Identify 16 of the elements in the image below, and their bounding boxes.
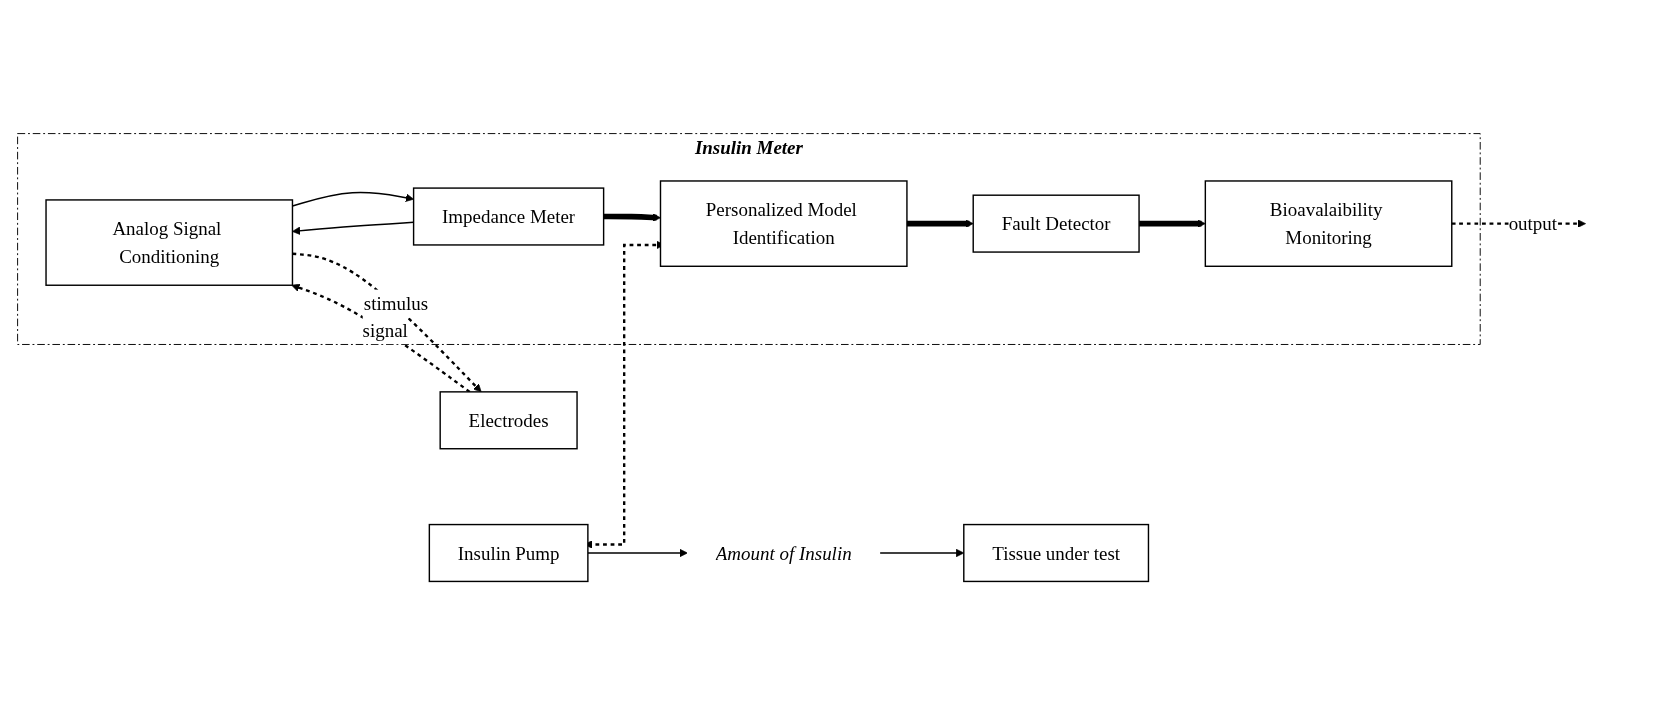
node-box: Fault Detector	[972, 194, 1140, 253]
node-box: Analog Signal Conditioning	[44, 199, 293, 286]
node-box: Electrodes	[438, 391, 578, 450]
arrow	[291, 252, 482, 393]
edge-label: stimulus	[363, 293, 428, 315]
node-box: Insulin Pump	[428, 523, 589, 583]
edge-label: output	[1508, 213, 1557, 235]
node-box: Personalized Model Identification	[659, 180, 908, 267]
node-box: Bioavalaibility Monitoring	[1204, 180, 1452, 267]
node-box: Tissue under test	[962, 523, 1149, 583]
arrow	[290, 283, 470, 393]
arrow	[291, 221, 414, 235]
node-box: Impedance Meter	[412, 187, 604, 246]
arrow	[291, 191, 414, 207]
arrow	[878, 548, 964, 558]
edge-label: signal	[362, 319, 408, 341]
